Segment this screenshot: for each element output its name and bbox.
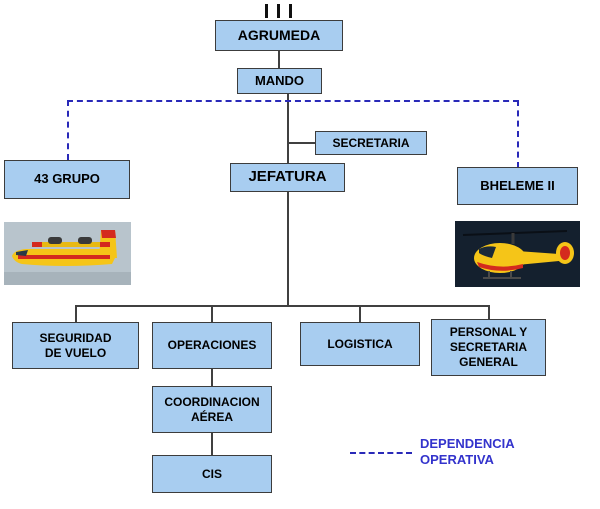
legend-dashed-line (350, 452, 412, 454)
connector-drop-logistica (359, 305, 361, 322)
connector-drop-operaciones (211, 305, 213, 322)
node-agrumeda: AGRUMEDA (215, 20, 343, 51)
helicopter-image (455, 221, 580, 287)
connector-agrumeda-mando (278, 51, 280, 68)
node-bheleme-ii: BHELEME II (457, 167, 578, 205)
node-logistica: LOGISTICA (300, 322, 420, 366)
node-seguridad-de-vuelo: SEGURIDAD DE VUELO (12, 322, 139, 369)
dashed-connector-43grupo (67, 100, 69, 160)
connector-operaciones-coordinacion (211, 369, 213, 386)
top-tick-1 (265, 4, 268, 18)
node-43-grupo: 43 GRUPO (4, 160, 130, 199)
top-tick-2 (277, 4, 280, 18)
node-personal-y-secretaria-general: PERSONAL Y SECRETARIA GENERAL (431, 319, 546, 376)
connector-horizontal-spine (75, 305, 489, 307)
node-operaciones: OPERACIONES (152, 322, 272, 369)
helicopter-illustration (455, 221, 580, 287)
node-cis: CIS (152, 455, 272, 493)
node-coordinacion-aerea: COORDINACION AÉREA (152, 386, 272, 433)
connector-coordinacion-cis (211, 433, 213, 455)
top-tick-3 (289, 4, 292, 18)
connector-drop-personal (488, 305, 490, 320)
legend-label: DEPENDENCIA OPERATIVA (420, 436, 515, 468)
seaplane-image (4, 222, 131, 285)
node-secretaria: SECRETARIA (315, 131, 427, 155)
seaplane-illustration (4, 222, 131, 285)
dashed-connector-bheleme (517, 100, 519, 168)
connector-secretaria-branch (289, 142, 315, 144)
connector-drop-seguridad (75, 305, 77, 322)
connector-mando-jefatura (287, 94, 289, 164)
node-mando: MANDO (237, 68, 322, 94)
node-jefatura: JEFATURA (230, 163, 345, 192)
dashed-connector-horizontal (67, 100, 519, 102)
connector-jefatura-down (287, 192, 289, 305)
